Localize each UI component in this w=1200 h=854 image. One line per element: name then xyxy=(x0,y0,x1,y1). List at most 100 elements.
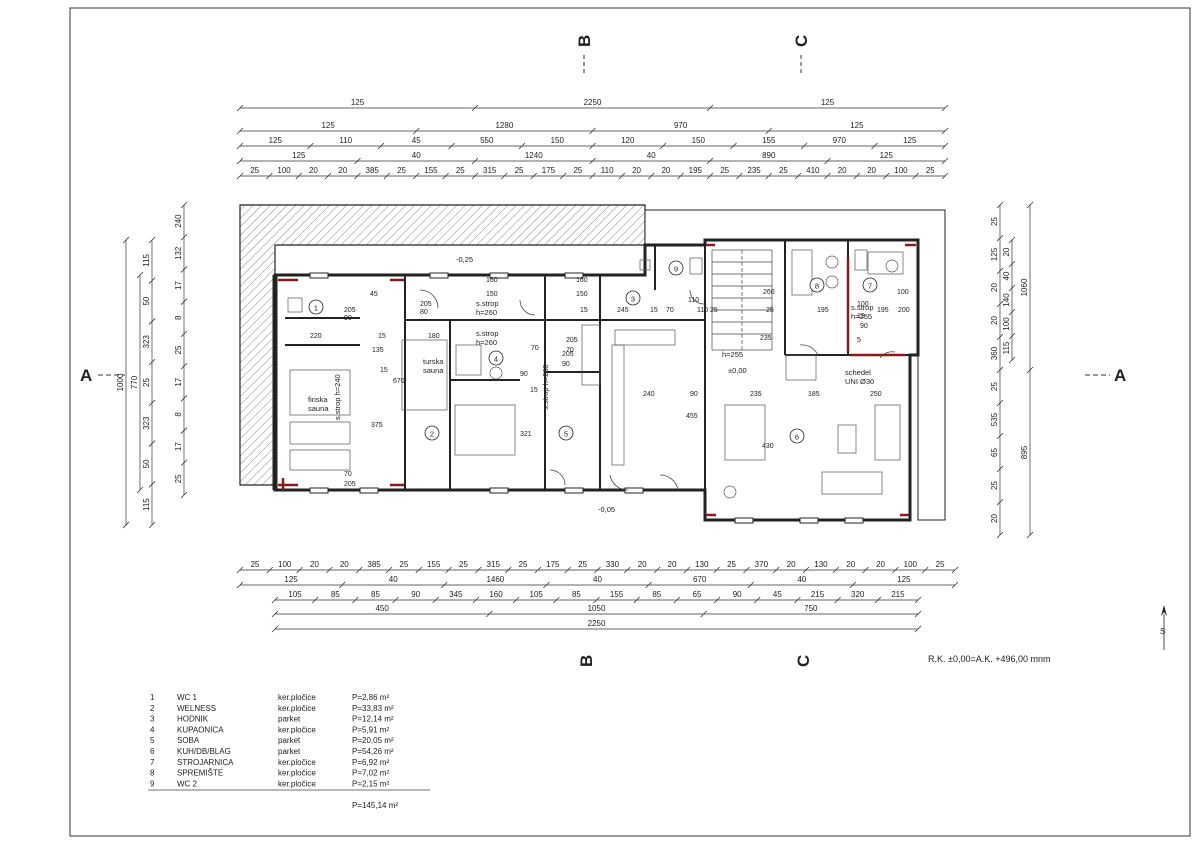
legend-floor-finish: ker.pločice xyxy=(278,693,316,702)
left-dim-inner-value: 17 xyxy=(174,442,183,451)
top-dim-row2-tick xyxy=(589,127,596,135)
bottom-dim-row1-tick xyxy=(445,566,452,574)
bottom-dim-row1-value: 20 xyxy=(340,560,349,569)
left-dim-outer-value: 115 xyxy=(142,253,151,266)
top-dim-row5-tick xyxy=(442,172,449,180)
top-dim-row5-tick xyxy=(501,172,508,180)
top-dim-row4-tick xyxy=(941,157,949,165)
interior-dimension: 15 xyxy=(530,387,538,394)
legend-room-number: 2 xyxy=(150,704,155,713)
right-dim-inner-tick xyxy=(1008,260,1016,268)
bottom-dim-row4-tick xyxy=(914,610,922,618)
right-dim-outer-tick xyxy=(996,366,1004,374)
interior-dimension: 205 xyxy=(562,351,574,358)
interior-dimension: 160 xyxy=(576,277,588,284)
legend-area: P=2,86 m² xyxy=(352,693,389,702)
top-dim-row5-tick xyxy=(765,172,773,180)
bottom-dim-row3-tick xyxy=(874,596,882,604)
bottom-dim-row1-value: 20 xyxy=(668,560,677,569)
bottom-dim-row1-value: 25 xyxy=(578,560,587,569)
left-dim-inner-tick xyxy=(180,427,188,434)
left-dim-inner-tick xyxy=(180,491,188,499)
bottom-dim-row3-tick xyxy=(432,596,440,604)
bottom-dim-row1-value: 130 xyxy=(695,560,709,569)
right-dim-inner-value: 100 xyxy=(1002,317,1011,331)
legend-area: P=33,83 m² xyxy=(352,704,394,713)
top-dim-row5-tick xyxy=(941,172,949,180)
interior-dimension: 135 xyxy=(372,347,384,354)
interior-dimension: 80 xyxy=(420,309,428,316)
top-dim-row1-value: 125 xyxy=(821,98,835,107)
bottom-dim-row1-value: 130 xyxy=(814,560,828,569)
left-dim-inner-tick xyxy=(180,395,188,402)
top-dim-row5-value: 25 xyxy=(573,166,582,175)
top-dim-row3-value: 550 xyxy=(480,136,494,145)
top-dim-row4-value: 40 xyxy=(412,151,421,160)
top-dim-row2-tick xyxy=(941,127,949,135)
top-dim-row5-value: 20 xyxy=(309,166,318,175)
top-dim-row3-tick xyxy=(800,142,808,150)
interior-dimension: 15 xyxy=(378,333,386,340)
sheet-border xyxy=(69,7,1191,837)
accent-walls xyxy=(278,243,916,517)
bottom-dim-row1-tick xyxy=(743,566,750,574)
room-number-circle xyxy=(625,290,641,306)
windows xyxy=(309,272,864,524)
north-label: S xyxy=(1160,627,1165,636)
bottom-dim-row3-tick xyxy=(553,596,560,604)
bottom-dim-row1-value: 25 xyxy=(519,560,528,569)
building xyxy=(239,204,946,524)
legend-room-name: HODNIK xyxy=(177,715,209,724)
interior-dimension: 205 xyxy=(566,337,578,344)
bottom-dim-row1-value: 25 xyxy=(459,560,468,569)
section-c-top: C xyxy=(792,35,811,47)
interior-dimension: 70 xyxy=(344,471,352,478)
bottom-dim-row1-tick xyxy=(475,566,482,574)
top-dim-row2-tick xyxy=(236,127,244,135)
bottom-dim-row1-tick xyxy=(326,566,333,574)
legend-area: P=54,26 m² xyxy=(352,747,394,756)
bottom-dim-row5-tick xyxy=(914,625,922,633)
room-number-circle xyxy=(558,425,574,441)
legend-room-number: 9 xyxy=(150,779,155,788)
stairs xyxy=(711,249,773,351)
interior-dimension: 160 xyxy=(486,277,498,284)
bottom-dim-row1-tick xyxy=(653,566,661,574)
top-dim-row3-value: 110 xyxy=(339,136,352,145)
top-dim-row5-value: 385 xyxy=(366,166,380,175)
level-marker-top: -0,25 xyxy=(456,255,473,264)
bottom-dim-row4-tick xyxy=(271,610,279,618)
top-dim-row5-value: 25 xyxy=(720,166,729,175)
right-dim-outer-value: 25 xyxy=(990,481,999,490)
top-dim-row3-tick xyxy=(448,142,455,150)
interior-dimension: 15 xyxy=(650,307,658,314)
interior-dimension: 70 xyxy=(531,345,539,352)
bottom-dim-row1-value: 20 xyxy=(638,560,647,569)
legend-room-number: 6 xyxy=(150,747,155,756)
interior-dimension: 100 xyxy=(857,301,869,308)
bottom-dim-row3-value: 105 xyxy=(288,590,302,599)
bottom-dim-row1-tick xyxy=(713,566,720,574)
top-dim-row5-value: 20 xyxy=(838,166,847,175)
left-dim-inner-value: 132 xyxy=(174,246,183,260)
legend-floor-finish: ker.pločice xyxy=(278,779,316,788)
right-dim-outer-tick xyxy=(996,399,1004,407)
top-dim-row1-tick xyxy=(706,104,714,112)
interior-dimension: 180 xyxy=(428,333,440,340)
bottom-dim-row1-tick xyxy=(772,566,780,574)
bottom-dim-row2-value: 1460 xyxy=(486,575,504,584)
top-dim-row3-value: 150 xyxy=(692,136,706,145)
bottom-dim-row3-value: 45 xyxy=(773,590,782,599)
bottom-dim-row2-tick xyxy=(849,581,857,589)
right-dim-outer-value: 25 xyxy=(990,217,999,226)
bottom-dim-row1-value: 330 xyxy=(606,560,620,569)
section-a-right: A xyxy=(1114,366,1126,385)
legend-room-name: KUPAONICA xyxy=(177,725,224,734)
bottom-dim-row1-value: 25 xyxy=(727,560,736,569)
bottom-dim-row1-value: 20 xyxy=(787,560,796,569)
bottom-dim-row3-value: 215 xyxy=(811,590,825,599)
bottom-dim-row1-tick xyxy=(862,566,869,574)
top-dim-row5-tick xyxy=(236,172,244,180)
bottom-dim-row1-value: 155 xyxy=(427,560,441,569)
